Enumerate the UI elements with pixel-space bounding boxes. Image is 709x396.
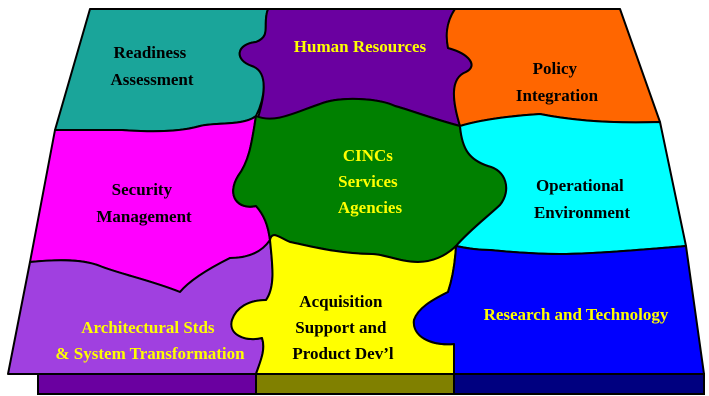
cincs-services-agencies-label: CINCs Services Agencies xyxy=(338,146,403,217)
security-line-2: Management xyxy=(96,207,192,226)
operational-line-1: Operational xyxy=(536,176,624,195)
operational-line-2: Environment xyxy=(534,203,630,222)
cincs-line-1: CINCs xyxy=(343,146,393,165)
operational-environment-label: Operational Environment xyxy=(534,176,630,222)
readiness-line-2: Assessment xyxy=(110,70,193,89)
acquisition-line-3: Product Dev’l xyxy=(292,344,393,363)
architectural-line-2: & System Transformation xyxy=(55,344,245,363)
human-resources-label: Human Resources xyxy=(294,37,427,56)
research-technology-label: Research and Technology xyxy=(484,305,669,324)
cincs-line-2: Services xyxy=(338,172,398,191)
acquisition-line-1: Acquisition xyxy=(299,292,383,311)
security-line-1: Security xyxy=(112,180,173,199)
base-middle xyxy=(255,373,455,395)
readiness-assessment-label: Readiness Assessment xyxy=(110,43,193,89)
architectural-stds-label: Architectural Stds & System Transformati… xyxy=(55,318,245,363)
readiness-line-1: Readiness xyxy=(114,43,187,62)
acquisition-support-label: Acquisition Support and Product Dev’l xyxy=(292,292,393,363)
architectural-line-1: Architectural Stds xyxy=(81,318,215,337)
human-resources-line-1: Human Resources xyxy=(294,37,427,56)
base-left xyxy=(37,373,257,395)
policy-line-1: Policy xyxy=(533,59,578,78)
security-management-label: Security Management xyxy=(96,180,192,226)
research-line-1: Research and Technology xyxy=(484,305,669,324)
acquisition-line-2: Support and xyxy=(295,318,387,337)
policy-integration-label: Policy Integration xyxy=(516,59,599,105)
cincs-line-3: Agencies xyxy=(338,198,403,217)
research-technology-piece xyxy=(412,245,705,375)
base-right xyxy=(453,373,705,395)
policy-line-2: Integration xyxy=(516,86,599,105)
